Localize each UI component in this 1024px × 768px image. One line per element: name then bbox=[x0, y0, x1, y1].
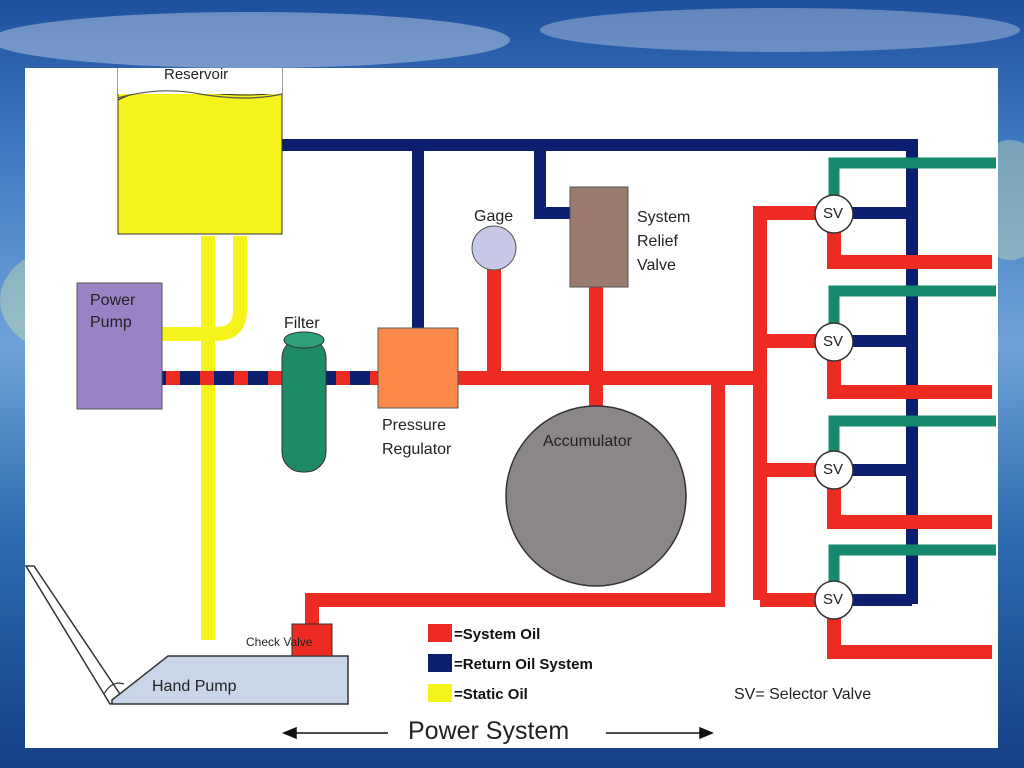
legend-swatch-return-oil bbox=[428, 654, 452, 672]
static-oil-lines bbox=[162, 236, 247, 640]
selector-valve-note: SV= Selector Valve bbox=[734, 686, 872, 703]
gage-label: Gage bbox=[474, 208, 514, 225]
gage bbox=[471, 225, 517, 271]
accumulator bbox=[505, 405, 687, 587]
system-relief-valve bbox=[569, 186, 629, 288]
selector-valve bbox=[814, 194, 854, 234]
power-pump bbox=[76, 282, 163, 410]
legend-static-oil: =Static Oil bbox=[428, 684, 528, 703]
diagram-title: Power System bbox=[408, 717, 570, 745]
selector-valve bbox=[814, 322, 854, 362]
hand-pump bbox=[24, 565, 349, 705]
footer-arrows bbox=[282, 726, 714, 740]
legend-swatch-system-oil bbox=[428, 624, 452, 642]
sv-label-4: SV bbox=[823, 591, 844, 608]
system-oil-lines bbox=[305, 206, 992, 659]
hand-pump-label: Hand Pump bbox=[152, 678, 237, 695]
sv-label-3: SV bbox=[823, 461, 844, 478]
pressure-regulator bbox=[377, 327, 459, 409]
legend-swatch-static-oil bbox=[428, 684, 452, 702]
filter-label: Filter bbox=[284, 315, 320, 332]
reservoir-label: Reservoir bbox=[164, 66, 229, 83]
check-valve-label: Check Valve bbox=[246, 635, 313, 649]
legend-system-oil: =System Oil bbox=[428, 624, 540, 643]
pressure-regulator-label: Pressure Regulator bbox=[382, 417, 452, 458]
filter bbox=[281, 331, 327, 473]
selector-valve bbox=[814, 580, 854, 620]
sv-label-1: SV bbox=[823, 205, 844, 222]
selector-valve bbox=[814, 450, 854, 490]
legend-return-oil: =Return Oil System bbox=[428, 654, 593, 673]
relief-valve-label: System Relief Valve bbox=[637, 209, 691, 274]
selector-valves bbox=[814, 194, 854, 620]
reservoir bbox=[117, 68, 283, 235]
accumulator-label: Accumulator bbox=[543, 433, 632, 450]
power-pump-label: Power Pump bbox=[90, 292, 136, 331]
check-valve bbox=[291, 623, 333, 657]
sv-label-2: SV bbox=[823, 333, 844, 350]
actuator-lines bbox=[828, 157, 996, 588]
